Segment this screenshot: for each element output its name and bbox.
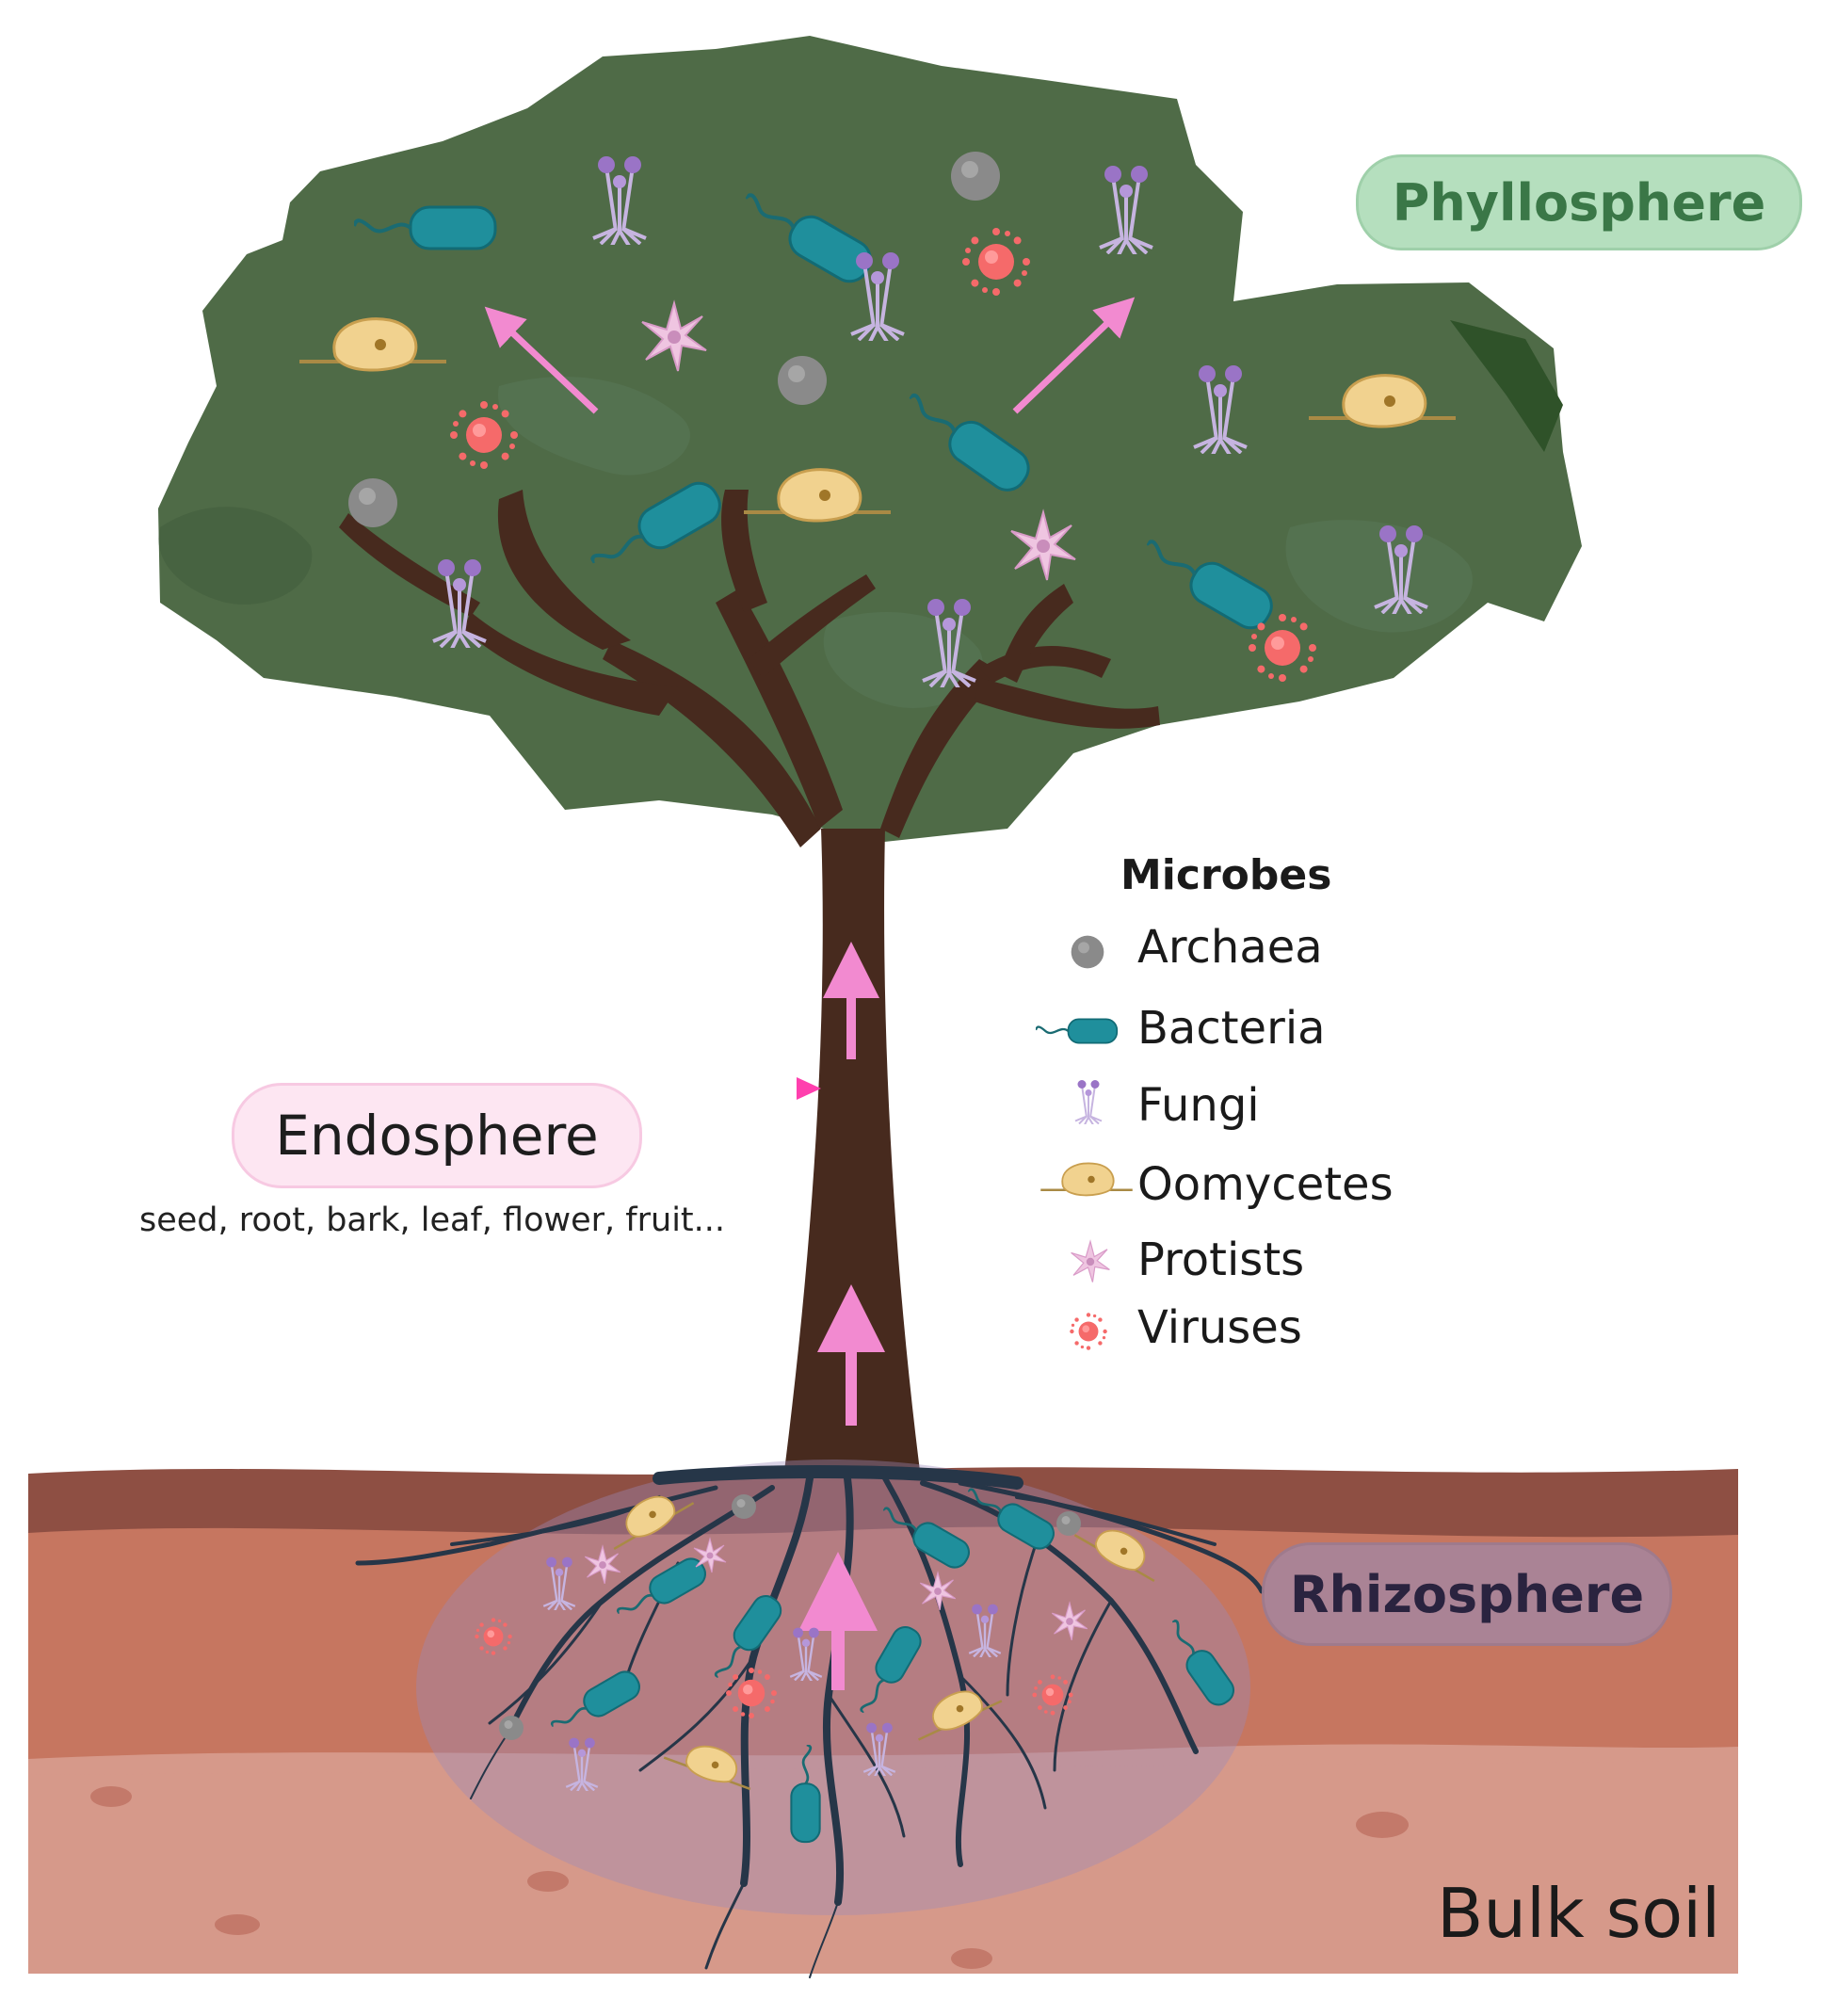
legend-icons <box>1036 935 1134 1350</box>
legend-item-viruses: Viruses <box>1137 1301 1302 1354</box>
rhizosphere-label: Rhizosphere <box>1262 1542 1672 1646</box>
endosphere-label: Endosphere <box>232 1083 642 1188</box>
legend-item-archaea: Archaea <box>1137 921 1323 974</box>
soil-layer-top <box>28 1467 1738 1538</box>
phyllosphere-label: Phyllosphere <box>1356 154 1802 250</box>
viruses-icon <box>1070 1313 1107 1350</box>
arrow-canopy-left <box>484 306 599 414</box>
archaea-icon <box>1071 935 1104 969</box>
arrow-canopy-right <box>1012 297 1136 414</box>
legend-item-bacteria: Bacteria <box>1137 1002 1326 1055</box>
legend-title: Microbes <box>1120 851 1332 899</box>
flow-arrows <box>484 297 1136 1690</box>
legend-item-protists: Protists <box>1137 1234 1305 1286</box>
endosphere-subtitle: seed, root, bark, leaf, flower, fruit... <box>139 1202 726 1239</box>
fungi-icon <box>1074 1079 1103 1124</box>
bacteria-icon <box>1036 1018 1119 1044</box>
legend-item-fungi: Fungi <box>1137 1079 1260 1132</box>
bulk-soil-label: Bulk soil <box>1437 1874 1721 1953</box>
tree-canopy <box>158 36 1582 843</box>
legend-item-oomycetes: Oomycetes <box>1137 1158 1394 1211</box>
oomycetes-icon <box>1039 1162 1134 1197</box>
protists-icon <box>1070 1240 1111 1283</box>
